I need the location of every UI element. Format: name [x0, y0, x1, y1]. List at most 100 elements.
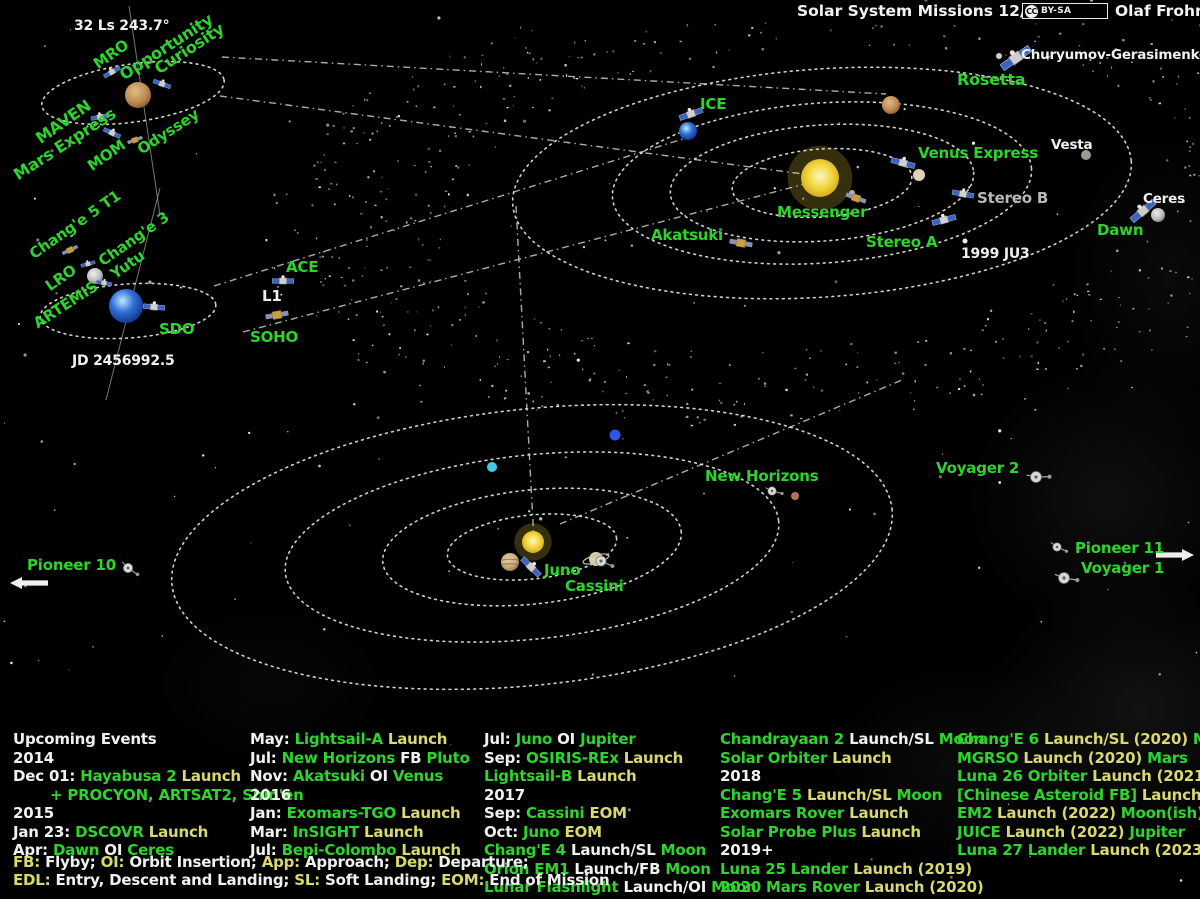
event-row-c3-r9: Lunar Flashlight Launch/OI Moon [484, 880, 757, 895]
neptune-orbit [170, 403, 894, 691]
label-akatsuki: Akatsuki [651, 226, 724, 244]
voyager-1-direction-arrow [1156, 549, 1194, 561]
saturn-orbit [381, 487, 683, 607]
event-row-c3-r7: Chang'E 4 Launch/SL Moon [484, 843, 706, 858]
event-row-c5-r2: MGRSO Launch (2020) Mars [957, 748, 1188, 767]
event-row-c3-r5: Sep: Cassini EOM [484, 806, 627, 821]
body-uranus-outer [487, 462, 497, 472]
label-vesta: Vesta [1051, 137, 1093, 153]
event-row-c3-r4: 2017 [484, 785, 525, 804]
event-text-segment: End of Mission [484, 871, 610, 889]
mars-orbit [511, 66, 1133, 300]
label-churyumov-gerasimenko: Churyumov-Gerasimenko [1021, 47, 1200, 63]
event-text-segment: Launch/SL [565, 841, 661, 859]
event-text-segment: Sep: [484, 804, 526, 822]
event-row-c5-r1: Chang'E 6 Launch/SL (2020) Moon [957, 732, 1200, 747]
event-text-segment: Launch [856, 822, 921, 841]
label-l1: L1 [262, 287, 282, 305]
label-jd-2456992-5: JD 2456992.5 [72, 353, 175, 369]
event-row-c2-r5: Jan: Exomars-TGO Launch [250, 804, 461, 822]
event-row-c4-r4: Chang'E 5 Launch/SL Moon [720, 787, 942, 803]
event-text-segment: Luna 25 Lander [720, 859, 849, 878]
event-text-segment: [Chinese Asteroid FB] [957, 785, 1137, 804]
event-text-segment: Apr: [13, 841, 53, 859]
direction-arrows [10, 549, 1194, 589]
body-mars-inner [882, 96, 900, 114]
event-text-segment: Dec 01: [13, 767, 81, 785]
event-text-segment: Launch [382, 730, 448, 748]
event-text-segment: Juno [523, 822, 560, 841]
label-pioneer-11: Pioneer 11 [1075, 539, 1164, 557]
event-text-segment: Lunar Flashlight [484, 878, 619, 896]
event-row-c5-r3: Luna 26 Orbiter Launch (2021) [957, 769, 1200, 784]
event-text-segment: FB [395, 748, 427, 767]
event-text-segment: Jul: [484, 730, 516, 748]
event-text-segment: 2016 [250, 785, 291, 804]
event-text-segment: Solar Probe Plus [720, 822, 857, 841]
event-text-segment: Jan: [250, 804, 287, 822]
event-text-segment: OI [99, 841, 128, 859]
orbit-ellipses [39, 60, 1133, 691]
venus-orbit [669, 123, 975, 243]
mars-direction-line [128, 5, 161, 216]
event-row-c4-r9: 2020 Mars Rover Launch (2020) [720, 880, 984, 895]
mars-inset-connector-a [221, 56, 887, 95]
event-text-segment: 2017 [484, 785, 525, 804]
cc-icon: CC [1025, 4, 1038, 18]
pioneer-10-direction-arrow [10, 577, 48, 589]
label-mom: MOM [84, 135, 129, 175]
event-text-segment: Departure; [433, 853, 529, 871]
event-row-c5-r7: Luna 27 Lander Launch (2023) [957, 843, 1200, 858]
event-row-c2-r1: May: Lightsail-A Launch [250, 732, 447, 747]
body-ceres [1151, 208, 1165, 222]
label-voyager-2: Voyager 2 [936, 459, 1020, 477]
event-text-segment: OI [364, 767, 393, 785]
event-text-segment: DSCOVR [75, 822, 144, 841]
event-text-segment: Moon [938, 730, 985, 748]
body-sun-outer [514, 523, 552, 561]
label-venus-express: Venus Express [918, 144, 1038, 162]
event-text-segment: Chang'E 4 [484, 841, 566, 859]
event-text-segment: May: [250, 730, 295, 748]
event-text-segment: Launch (2019) [848, 859, 972, 878]
event-row-c4-r8: Luna 25 Lander Launch (2019) [720, 859, 972, 878]
event-text-segment: Moon(ish) [1120, 804, 1200, 822]
uranus-orbit [284, 451, 780, 643]
trajectory-line [559, 379, 903, 525]
event-text-segment: Mar: [250, 822, 293, 841]
event-row-c4-r1: Chandrayaan 2 Launch/SL Moon [720, 732, 984, 747]
event-text-segment: Juno [515, 730, 553, 748]
event-text-segment: 2018 [720, 767, 761, 785]
event-text-segment: Launch [572, 767, 637, 785]
event-text-segment: Launch (2022) [1000, 822, 1130, 841]
event-text-segment: MGRSO [957, 748, 1019, 767]
event-text-segment: Launch [827, 748, 892, 767]
event-text-segment: Mars [1147, 748, 1188, 767]
body-pluto-outer [791, 492, 799, 500]
event-row-c3-r2: Sep: OSIRIS-REx Launch [484, 750, 683, 766]
event-text-segment: Ceres [127, 841, 174, 859]
event-row-c2-r4: 2016 [250, 785, 291, 804]
moon-orbit [39, 282, 217, 340]
event-text-segment: Launch (2022) [1141, 785, 1200, 804]
label-sdo: SDO [159, 320, 195, 338]
event-text-segment: InSIGHT [292, 822, 360, 841]
event-row-c4-r7: 2019+ [720, 843, 774, 858]
event-text-segment: Entry, Descent and Landing; [50, 871, 295, 889]
label-ice: ICE [700, 95, 727, 113]
event-text-segment: Upcoming Events [13, 730, 157, 748]
body-earth-inset-planet [109, 289, 143, 323]
event-text-segment: Exomars Rover [720, 804, 845, 822]
event-text-segment: 2015 [13, 804, 54, 822]
label-stereo-b: Stereo B [977, 189, 1049, 207]
event-text-segment: Launch [143, 822, 209, 841]
label-odyssey: Odyssey [134, 105, 203, 159]
cc-license-badge: CC BY-SA [1022, 3, 1108, 19]
event-text-segment: Chang'E 6 [957, 730, 1039, 748]
body-comet-67p [996, 53, 1002, 59]
event-text-segment: EOM: [441, 871, 485, 889]
celestial-bodies [87, 53, 1165, 571]
event-text-segment: Launch (2021) [1087, 767, 1200, 785]
event-row-c2-r6: Mar: InSIGHT Launch [250, 822, 424, 841]
